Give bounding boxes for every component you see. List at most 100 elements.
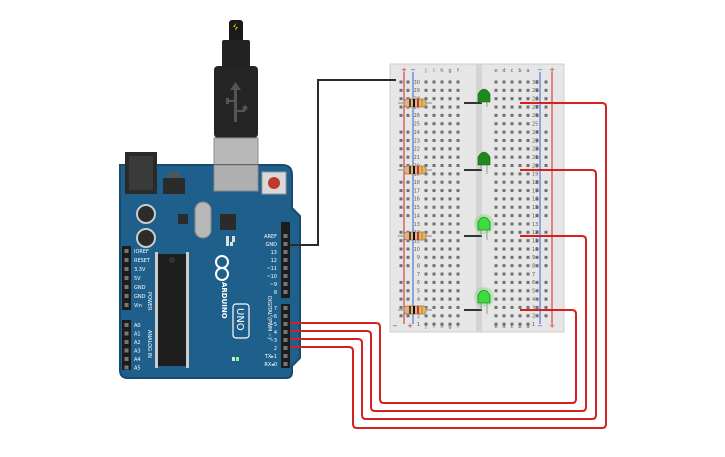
breadboard-hole[interactable]: [502, 147, 506, 151]
breadboard-hole[interactable]: [502, 155, 506, 159]
breadboard-hole[interactable]: [510, 164, 514, 167]
breadboard-hole[interactable]: [518, 180, 522, 184]
breadboard-hole[interactable]: [518, 239, 522, 243]
digital-pin-hole[interactable]: [283, 306, 288, 310]
breadboard-hole[interactable]: [526, 255, 530, 259]
breadboard-hole[interactable]: [456, 289, 460, 293]
rail-hole[interactable]: [399, 113, 403, 117]
breadboard-hole[interactable]: [502, 122, 506, 126]
breadboard-hole[interactable]: [518, 314, 522, 318]
breadboard-hole[interactable]: [448, 230, 452, 234]
rail-hole[interactable]: [544, 314, 548, 318]
breadboard-hole[interactable]: [510, 289, 514, 293]
breadboard-hole[interactable]: [448, 147, 452, 151]
breadboard-hole[interactable]: [440, 130, 444, 134]
breadboard-hole[interactable]: [440, 164, 444, 167]
rail-hole[interactable]: [535, 130, 539, 134]
rail-hole[interactable]: [399, 289, 403, 293]
rail-hole[interactable]: [544, 130, 548, 134]
breadboard-hole[interactable]: [432, 97, 436, 101]
breadboard-hole[interactable]: [432, 289, 436, 293]
breadboard-hole[interactable]: [448, 322, 452, 326]
breadboard-hole[interactable]: [494, 247, 498, 251]
breadboard-hole[interactable]: [518, 297, 522, 301]
breadboard-hole[interactable]: [518, 80, 522, 84]
breadboard-hole[interactable]: [510, 222, 514, 226]
digital-pin-wire-3[interactable]: [290, 169, 597, 420]
breadboard-hole[interactable]: [510, 197, 514, 201]
breadboard-hole[interactable]: [432, 88, 436, 92]
breadboard-hole[interactable]: [494, 180, 498, 184]
rail-hole[interactable]: [535, 147, 539, 151]
analog-pin-hole[interactable]: [124, 357, 129, 361]
rail-hole[interactable]: [544, 164, 548, 167]
breadboard-hole[interactable]: [432, 205, 436, 209]
breadboard-hole[interactable]: [456, 247, 460, 251]
rail-hole[interactable]: [399, 280, 403, 284]
breadboard-hole[interactable]: [424, 105, 428, 109]
breadboard-hole[interactable]: [502, 255, 506, 259]
rail-hole[interactable]: [406, 138, 410, 142]
digital-pin-hole[interactable]: [283, 290, 288, 294]
breadboard-hole[interactable]: [502, 197, 506, 201]
breadboard-hole[interactable]: [448, 172, 452, 176]
breadboard-hole[interactable]: [424, 214, 428, 218]
breadboard-hole[interactable]: [494, 272, 498, 276]
rail-hole[interactable]: [544, 239, 548, 243]
breadboard-hole[interactable]: [448, 138, 452, 142]
rail-hole[interactable]: [535, 280, 539, 284]
breadboard-hole[interactable]: [494, 97, 498, 101]
breadboard-hole[interactable]: [440, 280, 444, 284]
breadboard-hole[interactable]: [518, 88, 522, 92]
breadboard-hole[interactable]: [456, 164, 460, 167]
digital-pin-hole[interactable]: [283, 330, 288, 334]
rail-hole[interactable]: [544, 80, 548, 84]
breadboard-hole[interactable]: [510, 247, 514, 251]
breadboard-hole[interactable]: [456, 322, 460, 326]
breadboard-hole[interactable]: [494, 239, 498, 243]
breadboard-hole[interactable]: [440, 230, 444, 234]
rail-hole[interactable]: [535, 289, 539, 293]
rail-hole[interactable]: [406, 80, 410, 84]
breadboard-hole[interactable]: [448, 305, 452, 309]
breadboard-hole[interactable]: [440, 255, 444, 259]
breadboard-hole[interactable]: [510, 113, 514, 117]
rail-hole[interactable]: [544, 97, 548, 101]
rail-hole[interactable]: [399, 138, 403, 142]
digital-pin-hole[interactable]: [283, 258, 288, 262]
breadboard-hole[interactable]: [502, 289, 506, 293]
rail-hole[interactable]: [399, 264, 403, 268]
rail-hole[interactable]: [544, 289, 548, 293]
breadboard-hole[interactable]: [494, 297, 498, 301]
breadboard-hole[interactable]: [526, 305, 530, 309]
breadboard-hole[interactable]: [510, 214, 514, 218]
breadboard-hole[interactable]: [518, 230, 522, 234]
breadboard-hole[interactable]: [440, 222, 444, 226]
rail-hole[interactable]: [544, 230, 548, 234]
rail-hole[interactable]: [399, 230, 403, 234]
breadboard-hole[interactable]: [448, 197, 452, 201]
breadboard-hole[interactable]: [502, 138, 506, 142]
breadboard-hole[interactable]: [432, 113, 436, 117]
breadboard-hole[interactable]: [502, 247, 506, 251]
power-pin-hole[interactable]: [124, 267, 129, 271]
rail-hole[interactable]: [406, 247, 410, 251]
breadboard-hole[interactable]: [494, 105, 498, 109]
breadboard-hole[interactable]: [510, 122, 514, 126]
rail-hole[interactable]: [399, 197, 403, 201]
breadboard-hole[interactable]: [502, 88, 506, 92]
wires[interactable]: [290, 79, 607, 429]
breadboard-hole[interactable]: [526, 97, 530, 101]
breadboard-hole[interactable]: [494, 164, 498, 167]
breadboard-hole[interactable]: [510, 189, 514, 193]
breadboard-hole[interactable]: [432, 230, 436, 234]
breadboard-hole[interactable]: [432, 189, 436, 193]
breadboard-hole[interactable]: [494, 172, 498, 176]
breadboard-hole[interactable]: [432, 322, 436, 326]
breadboard-hole[interactable]: [510, 314, 514, 318]
breadboard-hole[interactable]: [494, 205, 498, 209]
rail-hole[interactable]: [544, 264, 548, 268]
breadboard-hole[interactable]: [518, 122, 522, 126]
rail-hole[interactable]: [406, 255, 410, 259]
breadboard-hole[interactable]: [502, 205, 506, 209]
